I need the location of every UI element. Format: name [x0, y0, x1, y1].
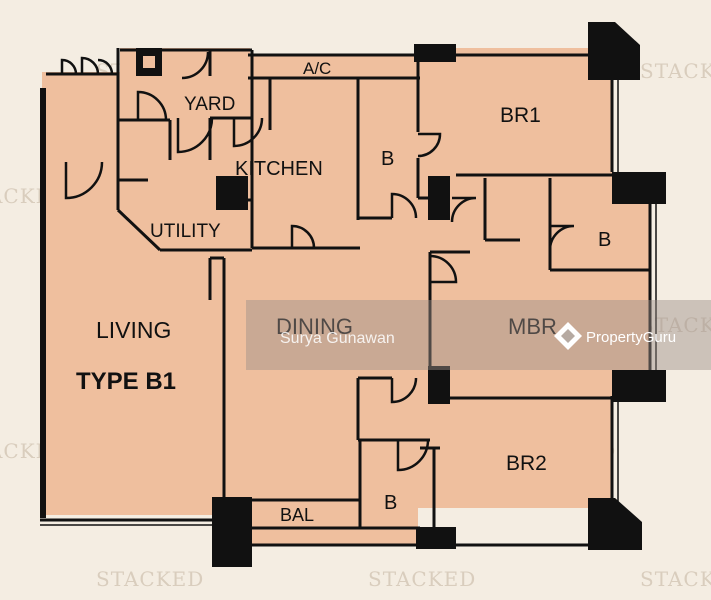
doors — [60, 51, 575, 472]
unit-type-label: TYPE B1 — [76, 368, 176, 395]
watermark: STACKED — [640, 59, 711, 83]
room-label-bath-1: B — [381, 148, 394, 170]
room-label-mbr: MBR — [508, 314, 557, 339]
watermark: STACKED — [640, 567, 711, 591]
watermark: STACKED — [96, 567, 204, 591]
room-label-br2: BR2 — [506, 452, 547, 475]
room-label-kitchen: KITCHEN — [235, 158, 323, 180]
brand-name: PropertyGuru — [586, 329, 676, 346]
watermark: STACKED — [368, 567, 476, 591]
room-labels: A/C YARD KITCHEN BR1 B B UTILITY LIVING … — [76, 59, 611, 525]
watermark: STACKED — [640, 313, 711, 337]
room-label-ac: A/C — [303, 59, 331, 78]
photographer-credit: Surya Gunawan — [280, 330, 395, 347]
interior-walls — [116, 50, 650, 528]
credit-banner: Surya Gunawan PropertyGuru — [246, 300, 711, 370]
room-label-dining: DINING — [276, 314, 353, 339]
columns — [136, 22, 666, 567]
room-label-bal: BAL — [280, 505, 314, 525]
room-label-living: LIVING — [96, 317, 171, 343]
room-label-utility: UTILITY — [150, 221, 221, 242]
room-label-br1: BR1 — [500, 104, 541, 127]
room-label-yard: YARD — [184, 94, 235, 115]
floor-area — [42, 48, 650, 545]
propertyguru-logo-icon — [554, 322, 582, 350]
banner-background — [246, 300, 711, 370]
room-label-bath-3: B — [384, 492, 397, 514]
room-label-bath-2: B — [598, 229, 611, 251]
